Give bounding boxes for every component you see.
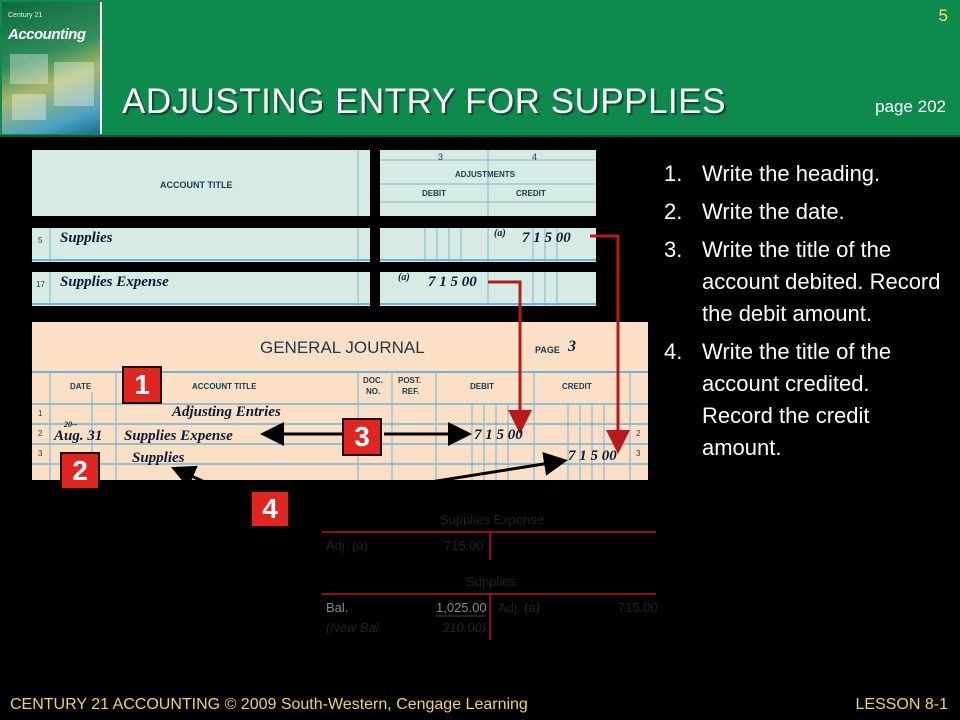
step-number: 4. (664, 339, 683, 364)
worksheet-col-3: 3 (438, 152, 444, 162)
step-text: Write the title of the account credited.… (702, 339, 892, 460)
journal-debit-header: DEBIT (470, 382, 494, 391)
journal-doc-header: DOC. (363, 376, 383, 385)
cover-brand-text: Accounting (8, 26, 86, 43)
footer-copyright: CENTURY 21 ACCOUNTING © 2009 South-Weste… (10, 696, 528, 713)
step-badge-3: 3 (342, 418, 382, 456)
journal-page-value: 3 (568, 338, 576, 355)
worksheet-row-supplies (32, 228, 370, 262)
step-text: Write the heading. (702, 161, 881, 186)
journal-account-title-header: ACCOUNT TITLE (192, 382, 257, 391)
journal-line3-number: 3 (38, 449, 43, 458)
worksheet-row2-number: 17 (36, 280, 45, 289)
journal-line1-title: Adjusting Entries (172, 404, 281, 420)
worksheet-debit-header: DEBIT (422, 189, 446, 198)
step-badge-2: 2 (60, 452, 100, 490)
journal-title: GENERAL JOURNAL (260, 338, 425, 357)
diagram-graphics (32, 150, 656, 640)
slide-number: 5 (938, 6, 948, 25)
cover-photo-block (10, 54, 48, 84)
t-account-expense-debit-value: 715.00 (444, 538, 484, 553)
journal-line3-title: Supplies (132, 450, 185, 466)
journal-line2-number: 2 (38, 429, 43, 438)
journal-line1-number: 1 (38, 409, 43, 418)
arrow-to-supplies-title (171, 465, 251, 504)
worksheet-row1-credit: 7 1 5 00 (522, 230, 571, 246)
step-badge-4: 4 (250, 490, 290, 528)
page-reference: page 202 (875, 97, 946, 116)
journal-line2-debit: 7 1 5 00 (474, 427, 523, 443)
cover-photo-block (12, 94, 46, 120)
journal-date: Aug. 31 (54, 428, 103, 444)
journal-line3-credit: 7 1 5 00 (568, 448, 617, 464)
t-account-balance-label: Bal. (326, 600, 349, 615)
credit-transfer-arrow (590, 234, 630, 454)
arrow-to-credit-amount (291, 452, 568, 506)
worksheet-account-title-header: ACCOUNT TITLE (160, 180, 233, 190)
worksheet-adjustments-header-label: ADJUSTMENTS (455, 170, 516, 179)
step-item: 2. Write the date. (664, 196, 944, 228)
debit-transfer-arrow (488, 280, 532, 434)
step-item: 1. Write the heading. (664, 158, 944, 190)
step-number: 3. (664, 237, 683, 262)
worksheet-row2-debit: 7 1 5 00 (428, 274, 477, 290)
journal-line2-number-right: 2 (636, 429, 641, 438)
cover-photo-block (54, 62, 94, 106)
textbook-cover-image: Century 21 Accounting (2, 2, 102, 134)
worksheet-row1-number: 5 (38, 236, 43, 245)
step-badge-1: 1 (122, 366, 162, 404)
t-account-new-balance-label: (New Bal. (326, 620, 383, 635)
step-item: 3. Write the title of the account debite… (664, 234, 944, 330)
worksheet-credit-header: CREDIT (516, 189, 546, 198)
step-number: 2. (664, 199, 683, 224)
cover-series-text: Century 21 (8, 12, 43, 19)
journal-year: 20-- (64, 420, 78, 429)
slide-header: Century 21 Accounting 5 ADJUSTING ENTRY … (0, 0, 960, 137)
worksheet-title-header (32, 150, 370, 216)
worksheet-col-4: 4 (532, 152, 538, 162)
footer-lesson: LESSON 8-1 (855, 696, 948, 713)
journal-line3-number-right: 3 (636, 449, 641, 458)
journal-line2-title: Supplies Expense (124, 428, 233, 444)
journal-doc-no-header: NO. (366, 387, 381, 396)
worksheet-row1-mark: (a) (494, 228, 506, 239)
journal-date-header: DATE (70, 382, 92, 391)
t-account-balance-value: 1,025.00 (436, 600, 487, 615)
adjusting-entry-diagram: 3 4 ACCOUNT TITLE ADJUSTMENTS DEBIT CRED… (0, 140, 660, 670)
worksheet-row-supplies-expense (32, 272, 370, 306)
step-item: 4. Write the title of the account credit… (664, 336, 944, 464)
t-account-new-balance-value: 310.00) (442, 620, 487, 635)
step-text: Write the title of the account debited. … (702, 237, 941, 326)
t-account-expense-title: Supplies Expense (440, 512, 545, 527)
t-account-credit-value: 715.00 (618, 600, 658, 615)
journal-post-header: POST. (398, 376, 422, 385)
instruction-steps: 1. Write the heading. 2. Write the date.… (664, 158, 944, 470)
worksheet-row2-mark: (a) (398, 272, 410, 283)
worksheet-row2-title: Supplies Expense (60, 274, 169, 290)
step-text: Write the date. (702, 199, 845, 224)
journal-credit-header: CREDIT (562, 382, 592, 391)
t-account-expense-debit-label: Adj. (a) (326, 538, 368, 553)
t-account-supplies-title: Supplies (466, 574, 516, 589)
slide-title: ADJUSTING ENTRY FOR SUPPLIES (122, 82, 726, 121)
worksheet-row1-title: Supplies (60, 230, 113, 246)
journal-page-label: PAGE (535, 345, 560, 355)
journal-ref-header: REF. (402, 387, 420, 396)
t-account-credit-label: Adj. (a) (498, 600, 540, 615)
step-number: 1. (664, 161, 683, 186)
